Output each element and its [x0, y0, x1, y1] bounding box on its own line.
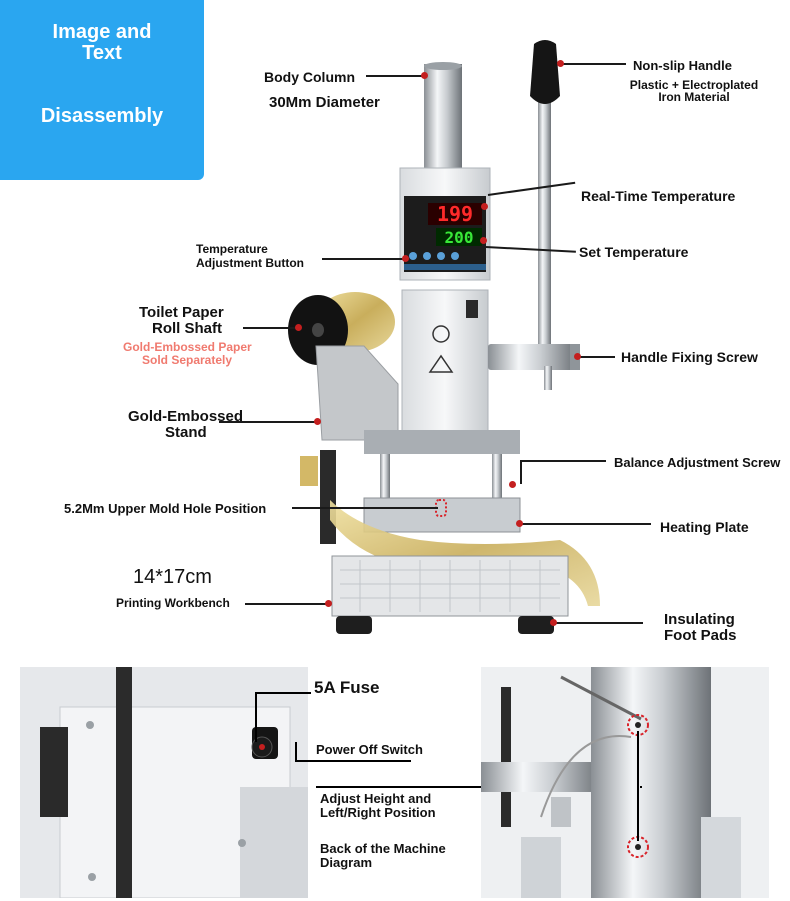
machine-illustration: 199 200 — [288, 40, 600, 634]
label-handle-fixing-screw: Handle Fixing Screw — [621, 349, 758, 365]
label-size: 14*17cm — [133, 566, 212, 588]
column-adjust-photo — [481, 667, 769, 898]
fuse-bracket-vertical — [255, 692, 257, 742]
label-handle-material-2: Iron Material — [658, 90, 730, 104]
callout-dot-stand — [314, 418, 321, 425]
badge-line-1: Image and — [52, 21, 152, 43]
callout-balance-screw — [520, 460, 606, 462]
adjust-leader-line — [316, 786, 642, 788]
callout-dot-body-column — [421, 72, 428, 79]
switch-bracket — [295, 742, 297, 762]
callout-balance-screw-drop — [520, 460, 522, 484]
callout-roll-shaft — [243, 327, 299, 329]
label-mold-hole: 5.2Mm Upper Mold Hole Position — [64, 501, 267, 516]
callout-body-column — [366, 75, 424, 77]
label-roll-shaft-2: Roll Shaft — [152, 320, 222, 337]
body-column — [424, 64, 462, 174]
callout-foot-pads — [555, 622, 643, 624]
label-handle: Non-slip Handle — [633, 58, 732, 73]
display-set: 200 — [445, 228, 474, 247]
label-body-column-diameter: 30Mm Diameter — [269, 94, 380, 111]
label-temp-button-2: Adjustment Button — [196, 256, 304, 270]
label-adjust-2: Left/Right Position — [320, 805, 436, 820]
callout-handle — [562, 63, 626, 65]
stand-bracket — [315, 345, 399, 441]
foot-pad-left — [336, 616, 372, 634]
label-stand-2: Stand — [165, 424, 207, 441]
callout-temp-button — [322, 258, 406, 260]
callout-dot-balance-screw — [509, 481, 516, 488]
switch-underline — [295, 760, 411, 762]
label-handle-material-1: Plastic + Electroplated — [629, 78, 759, 92]
label-power-off-switch: Power Off Switch — [316, 742, 423, 757]
callout-dot-handle — [557, 60, 564, 67]
badge-line-2: Text — [82, 42, 122, 64]
label-heating-plate: Heating Plate — [660, 519, 749, 535]
label-roll-shaft-1: Toilet Paper — [139, 304, 224, 321]
label-back-1: Back of the Machine — [320, 841, 446, 856]
adjust-leader-vertical — [637, 731, 639, 841]
label-set-temperature: Set Temperature — [579, 244, 689, 260]
callout-mold-hole — [292, 507, 438, 509]
label-temp-button-1: Temperature — [196, 242, 268, 256]
label-foot-pads-1: Insulating — [664, 611, 735, 628]
section-badge: Image and Text Disassembly — [0, 0, 204, 180]
callout-dot-handle-screw — [574, 353, 581, 360]
callout-dot-heating-plate — [516, 520, 523, 527]
label-roll-note-2: Sold Separately — [142, 353, 233, 367]
label-workbench: Printing Workbench — [116, 596, 230, 610]
label-stand-1: Gold-Embossed — [128, 408, 244, 425]
callout-dot-temp-button — [402, 255, 409, 262]
foot-pad-right — [518, 616, 554, 634]
callout-workbench — [245, 603, 327, 605]
fuse-bracket-horizontal — [255, 692, 311, 694]
handle-rod — [538, 88, 551, 350]
back-panel-photo — [20, 667, 308, 898]
adjust-leader-tip — [640, 786, 642, 788]
callout-handle-screw — [579, 356, 615, 358]
callout-dot-set-temp — [480, 237, 487, 244]
callout-dot-real-temp — [481, 203, 488, 210]
callout-dot-foot-pads — [550, 619, 557, 626]
label-fuse: 5A Fuse — [314, 678, 380, 697]
callout-heating-plate — [521, 523, 651, 525]
label-adjust-1: Adjust Height and — [320, 791, 432, 806]
callout-dot-roll-shaft — [295, 324, 302, 331]
display-real: 199 — [437, 202, 473, 226]
badge-line-3: Disassembly — [40, 105, 164, 127]
label-body-column: Body Column — [264, 69, 355, 85]
label-back-2: Diagram — [320, 855, 373, 870]
label-roll-note-1: Gold-Embossed Paper — [123, 340, 252, 354]
label-balance-screw: Balance Adjustment Screw — [614, 455, 781, 470]
callout-dot-workbench — [325, 600, 332, 607]
callout-stand — [219, 421, 317, 423]
label-real-time-temperature: Real-Time Temperature — [581, 188, 736, 204]
handle-grip — [530, 40, 560, 104]
label-foot-pads-2: Foot Pads — [664, 627, 737, 644]
